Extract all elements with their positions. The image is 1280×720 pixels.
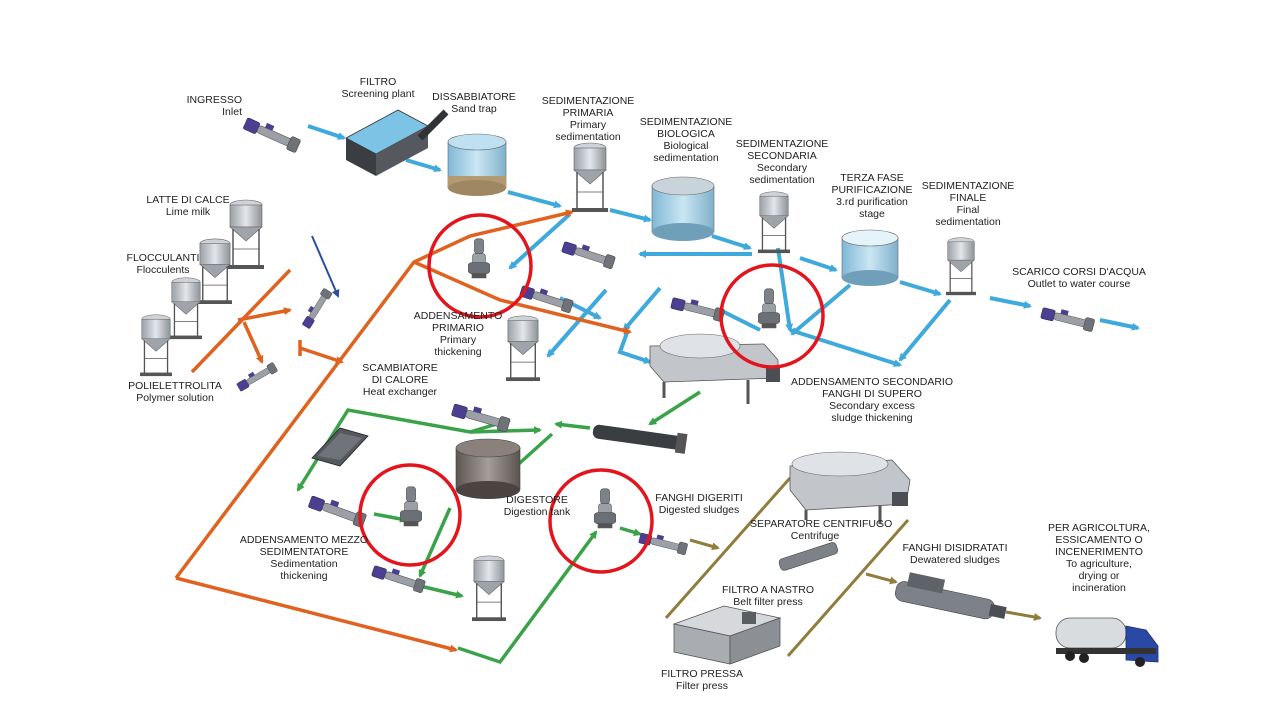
sand-trap-tank [447, 133, 507, 196]
reagent-pump-1 [299, 286, 333, 330]
digestion-flow-lines [296, 390, 701, 665]
screening-plant [345, 109, 449, 176]
sedimentation-thickening-silo [472, 555, 506, 622]
centrifuge-machine [789, 451, 911, 524]
polymer-silo [140, 314, 172, 377]
highlight-circle-4 [548, 468, 654, 574]
vertical-pump-3 [400, 486, 422, 527]
pump-primary-1 [560, 238, 617, 270]
secondary-sedimentation-silo [758, 191, 790, 254]
vertical-pump-4 [594, 488, 616, 529]
highlight-circle-2 [719, 263, 825, 369]
dewatered-sludge-unit [895, 572, 1007, 620]
digester-tank [455, 438, 521, 499]
inlet-pump [241, 114, 303, 154]
flocculant-silo-2 [170, 277, 202, 340]
biological-tank [651, 176, 715, 241]
highlight-circle-3 [358, 463, 462, 567]
tanker-truck [1055, 617, 1159, 667]
screw-conveyor [592, 424, 688, 454]
reagent-pump-2 [234, 360, 279, 393]
highlight-circles [358, 213, 825, 574]
final-sedimentation-silo [946, 237, 976, 296]
reagent-arrow [311, 235, 340, 298]
sludge-flow-lines [174, 209, 632, 653]
secondary-thickening-decanter [649, 333, 780, 404]
primary-sedimentation-silo [572, 142, 608, 212]
highlight-circle-1 [427, 213, 533, 319]
vertical-pump-2 [758, 288, 780, 329]
heat-exchanger-unit [311, 427, 369, 467]
belt-filter-press [778, 542, 839, 571]
filter-press [672, 605, 782, 665]
vertical-pump-1 [468, 238, 490, 279]
pump-sedimentation-1 [370, 562, 427, 594]
pump-secondary [669, 294, 726, 323]
dewatering-flow-lines [664, 477, 1042, 657]
outlet-pump [1039, 304, 1096, 333]
third-stage-tank [841, 229, 899, 286]
primary-thickening-silo [506, 315, 540, 382]
